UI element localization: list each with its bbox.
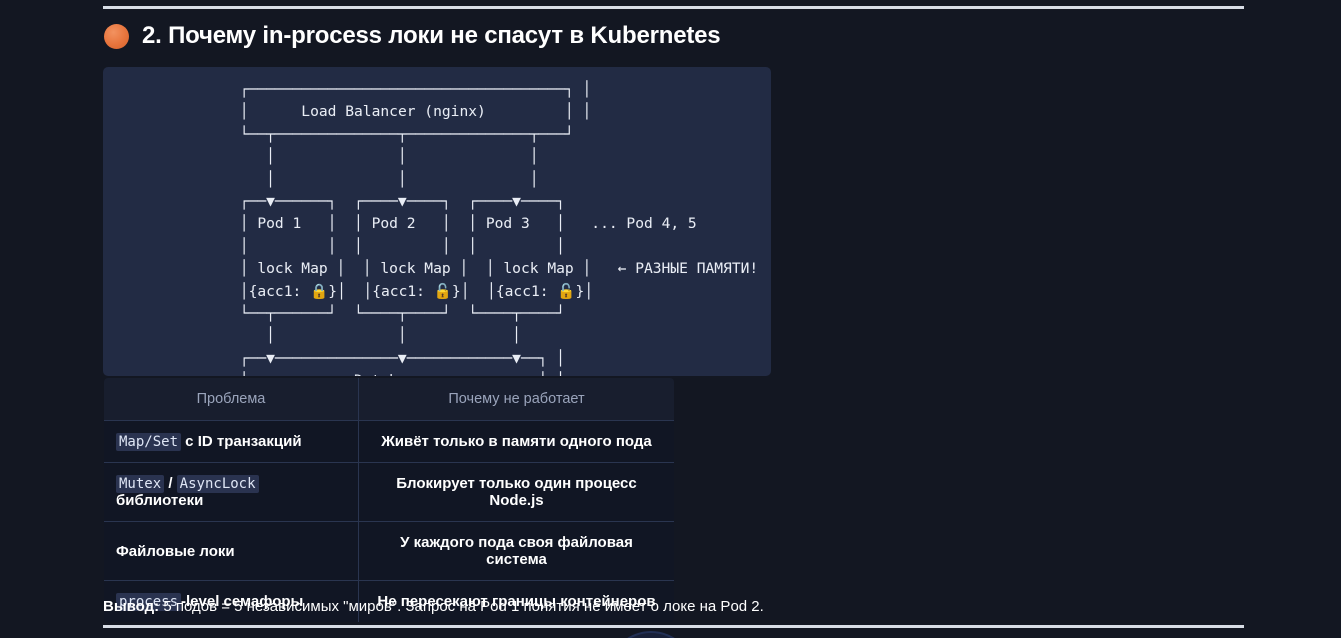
diagram-pods-blank: │ │ │ │ │ │ bbox=[231, 237, 565, 255]
diagram-line-gap1: │ │ │ bbox=[231, 148, 539, 166]
table-row: Mutex / AsyncLock библиотеки Блокирует т… bbox=[104, 462, 674, 522]
reason-pre: Блокирует только bbox=[396, 475, 535, 492]
table-cell-reason: У каждого пода своя файловая система bbox=[358, 521, 674, 581]
open-lock-icon-2: 🔓 bbox=[433, 282, 452, 300]
diagram-line-lb-bot: └──┬──────────────┬──────────────┬───┘ bbox=[231, 125, 574, 143]
diagram-pods-bot: └──┬──────┘ └────┬────┘ └────┬────┘ bbox=[231, 305, 565, 323]
pod3-label: Pod 3 bbox=[485, 215, 530, 233]
open-lock-icon-3: 🔓 bbox=[557, 282, 576, 300]
pod3-map: {acc1: 🔓} bbox=[495, 282, 585, 300]
reason-emphasis: одного bbox=[559, 433, 612, 450]
table-cell-problem: Map/Set с ID транзакций bbox=[104, 420, 359, 463]
code-token: Mutex bbox=[116, 475, 165, 493]
diagram-line-gap2: │ │ │ bbox=[231, 170, 539, 188]
table-row: Файловые локи У каждого пода своя файлов… bbox=[104, 521, 674, 581]
diagram-line-gap3: │ │ │ bbox=[231, 327, 521, 345]
table-header-reason: Почему не работает bbox=[358, 378, 674, 421]
conclusion-line: Вывод: 5 подов = 5 независимых "миров". … bbox=[103, 598, 764, 615]
diagram-pods-acc: │{acc1: 🔒}│ │{acc1: 🔓}│ │{acc1: 🔓}│ bbox=[231, 282, 594, 300]
conclusion-text: 5 подов = 5 независимых "миров". Запрос … bbox=[159, 598, 764, 615]
database-label: Database bbox=[354, 372, 424, 376]
pod2-label: Pod 2 bbox=[371, 215, 416, 233]
table-row: process-level семафоры Не пересекают гра… bbox=[104, 580, 674, 622]
problem-sep: / bbox=[164, 475, 177, 492]
pod1-label: Pod 1 bbox=[257, 215, 302, 233]
diagram-pods-lockmap: │ lock Map │ │ lock Map │ │ lock Map │ ←… bbox=[231, 260, 759, 278]
reason-pre: У каждого пода bbox=[400, 534, 519, 551]
problem-text: библиотеки bbox=[116, 492, 204, 509]
table-cell-reason: Блокирует только один процесс Node.js bbox=[358, 462, 674, 522]
closed-lock-icon: 🔒 bbox=[310, 282, 329, 300]
table-header-problem: Проблема bbox=[104, 378, 359, 421]
table-row: Map/Set с ID транзакций Живёт только в п… bbox=[104, 420, 674, 463]
table-cell-problem: Файловые локи bbox=[104, 521, 359, 581]
reason-post: процесс Node.js bbox=[489, 475, 637, 509]
reason-emphasis: один bbox=[534, 475, 572, 492]
reason-emphasis: своя bbox=[518, 534, 554, 551]
table-cell-reason: Не пересекают границы контейнеров bbox=[358, 580, 674, 622]
table-header-row: Проблема Почему не работает bbox=[104, 378, 674, 421]
problems-table: Проблема Почему не работает Map/Set с ID… bbox=[103, 377, 675, 623]
lock-map-label-2: lock Map bbox=[380, 260, 451, 278]
lock-map-label-3: lock Map bbox=[503, 260, 574, 278]
more-pods-label: ... Pod 4, 5 bbox=[591, 215, 697, 233]
memory-annotation: ← РАЗНЫЕ ПАМЯТИ! bbox=[617, 260, 759, 278]
diagram-db: │ Database │ │ bbox=[231, 372, 565, 376]
bottom-divider bbox=[103, 625, 1244, 628]
code-token: process bbox=[116, 593, 182, 611]
orange-dot-icon bbox=[104, 23, 129, 49]
reason-emphasis: контейнеров bbox=[560, 593, 656, 610]
diagram-line-lb-top: ┌────────────────────────────────────┐ │ bbox=[231, 81, 592, 98]
reason-pre: Живёт только в памяти bbox=[381, 433, 560, 450]
decorative-circle bbox=[607, 631, 695, 638]
reason-post: пода bbox=[611, 433, 652, 450]
reason-post: файловая система bbox=[486, 534, 633, 568]
diagram-line-lb: │ Load Balancer (nginx) │ │ bbox=[231, 103, 592, 121]
page-title-text: 2. Почему in-process локи не спасут в Ku… bbox=[142, 22, 721, 49]
table-cell-reason: Живёт только в памяти одного пода bbox=[358, 420, 674, 463]
reason-pre: Не пересекают границы bbox=[377, 593, 561, 610]
pod2-map: {acc1: 🔓} bbox=[372, 282, 461, 300]
top-divider bbox=[103, 6, 1244, 9]
problem-text: Файловые локи bbox=[116, 542, 235, 560]
conclusion-label: Вывод: bbox=[103, 598, 160, 615]
problem-text: -level семафоры bbox=[181, 593, 304, 610]
code-token: AsyncLock bbox=[176, 475, 259, 493]
problem-text: с ID транзакций bbox=[181, 433, 302, 450]
page-title: 2. Почему in-process локи не спасут в Ku… bbox=[104, 22, 721, 50]
pod1-map: {acc1: 🔒} bbox=[248, 282, 338, 300]
lock-map-label-1: lock Map bbox=[257, 260, 328, 278]
table-cell-problem: process-level семафоры bbox=[104, 580, 359, 622]
ascii-diagram: ┌────────────────────────────────────┐ │… bbox=[103, 67, 758, 376]
load-balancer-label: Load Balancer (nginx) bbox=[301, 103, 486, 121]
diagram-pods-top: ┌──▼──────┐ ┌────▼────┐ ┌────▼────┐ bbox=[231, 193, 565, 211]
code-token: Map/Set bbox=[116, 433, 182, 451]
diagram-db-top: ┌──▼──────────────▼────────────▼──┐ │ bbox=[231, 349, 565, 367]
table-cell-problem: Mutex / AsyncLock библиотеки bbox=[104, 462, 359, 522]
ascii-diagram-panel: ┌────────────────────────────────────┐ │… bbox=[103, 67, 771, 376]
diagram-pods-names: │ Pod 1 │ │ Pod 2 │ │ Pod 3 │ ... Pod 4,… bbox=[231, 215, 697, 233]
